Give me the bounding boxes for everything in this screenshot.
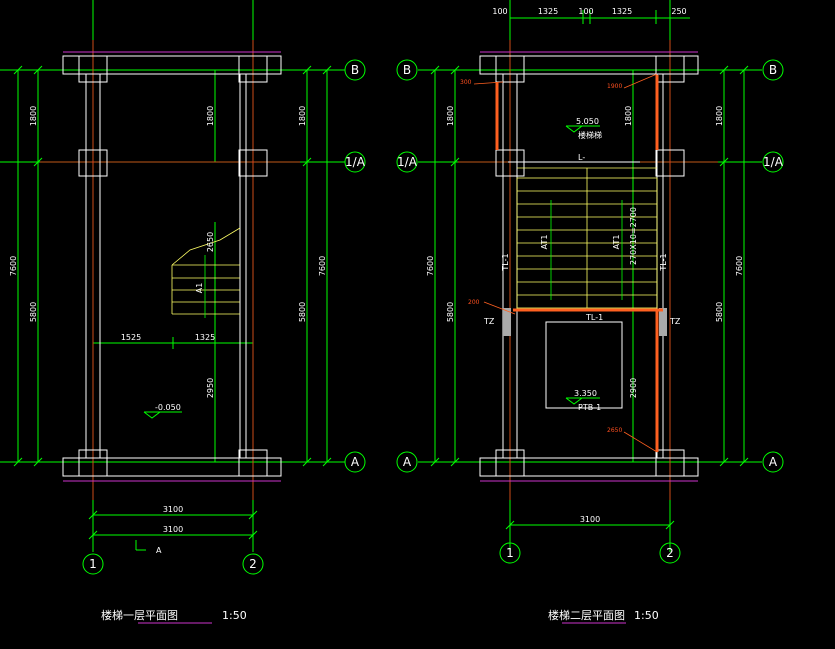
tl-label: L- [578, 153, 585, 162]
left-dim-1525: 1525 [121, 333, 141, 342]
right-red-300: 300 [460, 79, 472, 86]
left-dim-7600-left: 7600 [9, 256, 18, 276]
right-elevation-upper: 5.050 楼梯梯 [565, 117, 602, 140]
left-dim-1800-top: 1800 [29, 106, 38, 126]
right-red-200: 200 [468, 299, 480, 306]
left-stair-steps [171, 227, 241, 318]
wall-tag-left: TL-1 [501, 253, 510, 271]
right-axis-b-left: B [403, 63, 411, 77]
left-elevation-text: -0.050 [155, 403, 181, 412]
second-floor-stair-plan: B B 1/A 1/A A A 1 2 100 1325 100 1325 25… [396, 0, 784, 624]
left-elevation-mark: -0.050 [143, 403, 182, 419]
right-dim-2900: 2900 [629, 378, 638, 398]
left-dim-2950: 2950 [206, 378, 215, 398]
left-walls [62, 55, 282, 477]
left-section-label: A [156, 546, 162, 555]
tl1-label: TL-1 [585, 313, 603, 322]
right-elevation-lower-note: PTB-1 [578, 403, 601, 412]
left-dim-2650: 2650 [206, 232, 215, 252]
left-plan-scale: 1:50 [222, 609, 247, 622]
right-axis-1: 1 [506, 546, 514, 560]
left-dim-3100-b: 3100 [163, 525, 183, 534]
tz-column-left [503, 308, 511, 336]
left-dim-1800-inner: 1800 [206, 106, 215, 126]
left-axis-1a: 1/A [345, 155, 366, 169]
right-axis-bubbles [396, 59, 784, 564]
right-dim-1800-left: 1800 [446, 106, 455, 126]
left-dim-5800-right: 5800 [298, 302, 307, 322]
tz-left-label: TZ [483, 317, 495, 326]
right-dim-5800-left: 5800 [446, 302, 455, 322]
left-axis-bubbles [82, 59, 366, 575]
right-axis-2: 2 [666, 546, 674, 560]
right-dim-5800-right: 5800 [715, 302, 724, 322]
right-leaders [473, 73, 658, 453]
wall-tag-right: TL-1 [659, 253, 668, 271]
right-dim-100-b: 100 [578, 7, 593, 16]
right-dim-100-a: 100 [492, 7, 507, 16]
right-red-1900: 1900 [607, 83, 622, 90]
right-axis-a-left: A [403, 455, 412, 469]
tz-right-label: TZ [669, 317, 681, 326]
right-dim-1325-b: 1325 [612, 7, 632, 16]
left-center-lines [40, 40, 300, 500]
left-axis-2: 2 [249, 557, 257, 571]
right-dim-3100: 3100 [580, 515, 600, 524]
left-axis-1: 1 [89, 557, 97, 571]
right-axis-b-right: B [769, 63, 777, 77]
left-dim-1325: 1325 [195, 333, 215, 342]
left-dim-3100-a: 3100 [163, 505, 183, 514]
left-section-mark [135, 540, 146, 551]
right-dim-1800-inner: 1800 [624, 106, 633, 126]
right-axis-1a-left: 1/A [397, 155, 418, 169]
right-dim-7600-right: 7600 [735, 256, 744, 276]
right-dim-1325-a: 1325 [538, 7, 558, 16]
right-elevation-upper-text: 5.050 [576, 117, 599, 126]
stair-label-left: AT1 [540, 235, 549, 250]
tz-column-right [659, 308, 667, 336]
right-dim-7600-left: 7600 [426, 256, 435, 276]
left-dim-5800-left: 5800 [29, 302, 38, 322]
right-dim-1800-right: 1800 [715, 106, 724, 126]
left-axis-b: B [351, 63, 359, 77]
right-elevation-upper-note: 楼梯梯 [578, 130, 602, 140]
right-axis-1a-right: 1/A [763, 155, 784, 169]
right-plan-scale: 1:50 [634, 609, 659, 622]
left-axis-a: A [351, 455, 360, 469]
right-dim-2700: 270X10=2700 [629, 207, 638, 265]
right-beams [495, 75, 663, 452]
right-plan-title: 楼梯二层平面图 [548, 608, 625, 622]
right-red-2650: 2650 [607, 427, 622, 434]
left-dim-1800-right: 1800 [298, 106, 307, 126]
left-dim-7600-right: 7600 [318, 256, 327, 276]
left-plan-title: 楼梯一层平面图 [101, 608, 178, 622]
ground-floor-stair-plan: B 1/A A 1 2 1800 1800 1800 7600 7600 580… [0, 0, 366, 624]
right-axis-a-right: A [769, 455, 778, 469]
right-elevation-lower: 3.350 PTB-1 [565, 389, 601, 412]
right-dim-250: 250 [671, 7, 686, 16]
right-elevation-lower-text: 3.350 [574, 389, 597, 398]
stair-label-right: AT1 [612, 235, 621, 250]
left-stair-label: A1 [195, 283, 204, 294]
